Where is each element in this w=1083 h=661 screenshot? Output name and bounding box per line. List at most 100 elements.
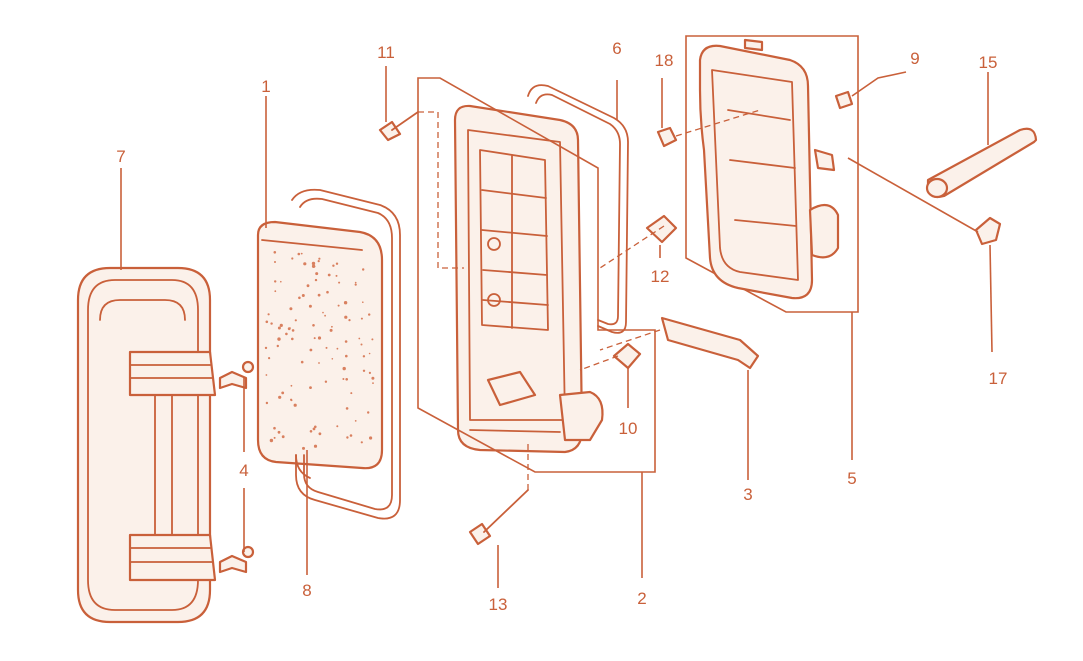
filter-speckle — [289, 307, 293, 311]
filter-speckle — [281, 435, 285, 439]
group-5-outline — [685, 35, 859, 460]
filter-speckle — [324, 314, 326, 317]
filter-speckle — [301, 294, 305, 297]
filter-speckle — [349, 434, 353, 437]
filter-speckle — [362, 268, 365, 271]
filter-speckle — [344, 340, 348, 343]
filter-speckle — [327, 273, 331, 277]
filter-speckle — [372, 382, 374, 384]
filter-speckle — [309, 386, 312, 389]
filter-speckle — [342, 378, 345, 380]
part-18-nut — [656, 78, 678, 148]
part-2-housing — [453, 104, 604, 454]
part-17-fitting — [847, 157, 1002, 353]
part-12-spacer — [645, 214, 678, 258]
part-8-gasket — [291, 188, 401, 520]
filter-speckle — [289, 327, 291, 329]
filter-speckle — [337, 304, 340, 307]
filter-speckle — [312, 324, 315, 327]
part-11-bolt — [378, 66, 464, 269]
filter-speckle — [276, 344, 279, 348]
part-4-clips — [218, 360, 255, 574]
filter-speckle — [312, 427, 316, 431]
filter-speckle — [325, 346, 328, 349]
filter-speckle — [291, 337, 294, 341]
filter-speckle — [360, 317, 363, 320]
filter-speckle — [313, 444, 318, 448]
filter-speckle — [342, 366, 346, 371]
callout-1: 1 — [261, 77, 270, 96]
filter-speckle — [331, 358, 334, 360]
part-6-seal — [527, 80, 629, 334]
filter-speckle — [313, 337, 316, 340]
filter-speckle — [335, 262, 339, 265]
filter-speckle — [360, 441, 363, 444]
filter-speckle — [317, 293, 321, 297]
filter-speckle — [371, 338, 374, 341]
filter-speckle — [264, 346, 268, 350]
filter-speckle — [368, 313, 371, 316]
filter-speckle — [300, 252, 303, 255]
filter-speckle — [279, 323, 283, 327]
filter-speckle — [354, 283, 357, 286]
filter-speckle — [274, 261, 276, 263]
filter-speckle — [345, 378, 349, 381]
filter-speckle — [314, 278, 318, 282]
filter-texture — [264, 251, 375, 450]
callout-15: 15 — [979, 53, 998, 72]
filter-speckle — [290, 398, 293, 401]
part-7-cover — [76, 266, 217, 624]
filter-speckle — [291, 329, 295, 332]
filter-speckle — [308, 304, 312, 308]
filter-speckle — [369, 436, 373, 440]
filter-speckle — [278, 395, 282, 399]
group-2-outline — [417, 77, 656, 578]
filter-speckle — [294, 319, 297, 322]
callout-4: 4 — [239, 461, 248, 480]
filter-speckle — [311, 264, 316, 268]
filter-speckle — [274, 280, 277, 283]
callout-2: 2 — [637, 589, 646, 608]
filter-speckle — [285, 332, 288, 336]
callout-5: 5 — [847, 469, 856, 488]
filter-speckle — [354, 281, 357, 284]
filter-speckle — [273, 251, 277, 254]
filter-speckle — [336, 347, 339, 350]
filter-speckle — [345, 407, 349, 410]
filter-speckle — [311, 261, 316, 266]
filter-speckle — [346, 436, 349, 439]
callout-8: 8 — [302, 581, 311, 600]
filter-speckle — [362, 355, 366, 358]
callout-12: 12 — [651, 267, 670, 286]
filter-speckle — [329, 328, 333, 332]
part-3-bracket — [660, 316, 760, 480]
filter-speckle — [350, 392, 353, 395]
filter-speckle — [358, 337, 361, 340]
callout-3: 3 — [743, 485, 752, 504]
filter-speckle — [368, 371, 371, 374]
filter-speckle — [360, 343, 363, 346]
filter-speckle — [277, 430, 281, 434]
filter-speckle — [335, 274, 338, 277]
filter-speckle — [298, 296, 301, 300]
assembly-lines — [579, 109, 761, 371]
callout-10: 10 — [619, 419, 638, 438]
filter-speckle — [302, 446, 305, 450]
filter-speckle — [318, 362, 320, 364]
filter-speckle — [354, 420, 357, 422]
filter-speckle — [344, 315, 348, 319]
part-9-cap — [834, 71, 907, 110]
filter-speckle — [297, 252, 301, 256]
filter-speckle — [293, 403, 297, 407]
part-5-inner-cover — [698, 38, 840, 300]
filter-speckle — [267, 313, 270, 316]
filter-speckle — [368, 352, 371, 355]
callout-11: 11 — [377, 43, 395, 62]
filter-speckle — [277, 326, 281, 330]
part-15-rod — [925, 72, 1038, 199]
filter-speckle — [291, 257, 294, 260]
filter-speckle — [324, 380, 328, 383]
filter-speckle — [317, 260, 320, 263]
filter-speckle — [348, 319, 351, 322]
filter-speckle — [309, 348, 313, 352]
